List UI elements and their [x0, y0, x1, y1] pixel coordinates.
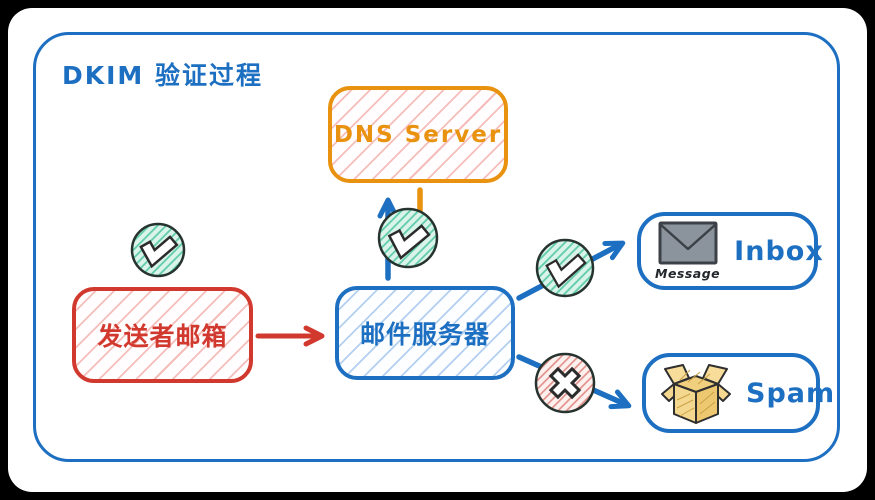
- spam-icon-group: [660, 360, 732, 426]
- envelope-icon: [658, 221, 718, 265]
- diagram-frame: [33, 32, 840, 462]
- envelope-caption: Message: [655, 266, 721, 281]
- mail-server-label: 邮件服务器: [359, 320, 490, 349]
- node-spam: Spam: [642, 353, 834, 433]
- node-dns-server: DNS Server: [328, 86, 508, 183]
- spam-label: Spam: [746, 377, 836, 409]
- message-icon-group: Message: [655, 221, 720, 281]
- node-sender-mailbox: 发送者邮箱: [72, 287, 253, 383]
- inbox-label: Inbox: [734, 235, 824, 267]
- sender-mailbox-label: 发送者邮箱: [97, 322, 228, 351]
- open-box-icon: [661, 364, 731, 424]
- node-mail-server: 邮件服务器: [335, 286, 515, 380]
- node-inbox: Message Inbox: [637, 212, 823, 290]
- dns-server-label: DNS Server: [333, 121, 503, 148]
- diagram-title: DKIM 验证过程: [62, 61, 264, 90]
